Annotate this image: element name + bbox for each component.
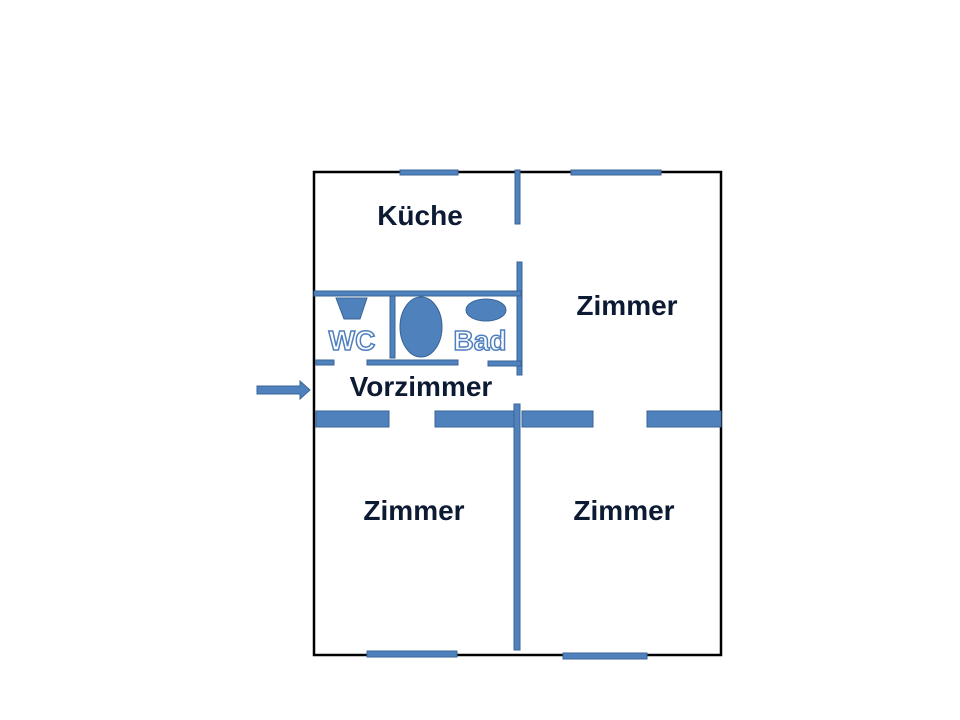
wall-kitchen-right: [514, 169, 521, 225]
entrance-arrow-icon: [256, 379, 311, 401]
wall-hall-left: [315, 410, 390, 428]
label-bath: Bad: [454, 325, 507, 356]
label-hall: Vorzimmer: [350, 371, 493, 402]
wall-bath-right: [516, 261, 523, 376]
wall-hall-mid: [434, 410, 518, 428]
wall-bath-bottom: [366, 359, 459, 366]
window-top-right: [570, 169, 662, 176]
window-bottom-right: [562, 652, 648, 660]
label-kitchen: Küche: [377, 200, 463, 231]
toilet-icon: [335, 297, 368, 320]
wall-wc-bottom: [315, 359, 335, 366]
label-room-bottom-right: Zimmer: [573, 495, 674, 526]
wall-room-right-left: [521, 410, 594, 428]
label-wc: WC: [329, 325, 376, 356]
label-room-top-right: Zimmer: [576, 290, 677, 321]
window-bottom-left: [366, 650, 458, 658]
wall-bath-top: [313, 290, 522, 297]
wall-bottom-divider: [513, 403, 521, 651]
label-room-bottom-left: Zimmer: [363, 495, 464, 526]
window-kitchen: [399, 169, 459, 176]
sink-icon: [465, 298, 507, 322]
wall-wc-divider: [389, 295, 396, 359]
bathtub-icon: [399, 296, 443, 358]
wall-room-right-right: [646, 410, 722, 428]
wall-bath-bottom-right: [487, 360, 522, 367]
